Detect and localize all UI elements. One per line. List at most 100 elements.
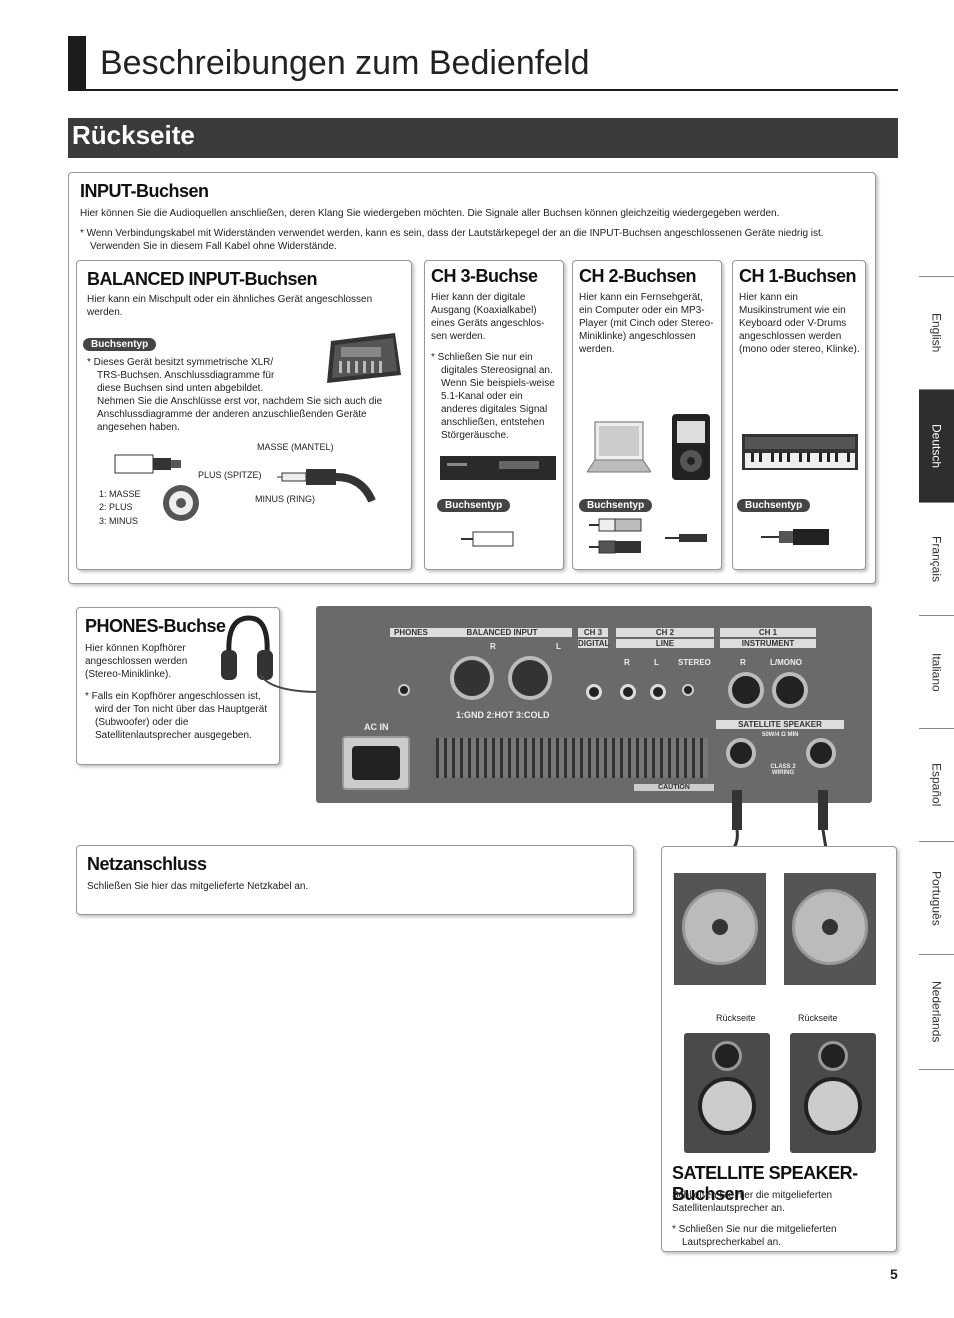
panel-l-bal: L: [556, 642, 561, 651]
speaker-rear-right: [784, 873, 876, 985]
tab-espanol[interactable]: Español: [919, 728, 954, 841]
phone-plug-icon: [761, 529, 829, 545]
panel-ch1: CH 1: [720, 628, 816, 637]
page-title: Beschreibungen zum Bedienfeld: [100, 44, 590, 82]
pin1-label: 1: MASSE: [99, 489, 141, 499]
vent-grille: [436, 738, 708, 778]
xlr-jack-icon: [163, 485, 199, 521]
xlr-plug-icon: [114, 454, 181, 474]
panel-instrument: INSTRUMENT: [720, 639, 816, 648]
panel-satellite: SATELLITE SPEAKER: [716, 720, 844, 729]
ch1-text: Hier kann ein Musikinstrument wie ein Ke…: [739, 292, 860, 355]
ch2-title: CH 2-Buchsen: [579, 266, 697, 286]
ch3-title: CH 3-Buchse: [431, 266, 538, 286]
ch1-jack-r[interactable]: [728, 672, 764, 708]
label-minus: MINUS (RING): [255, 494, 315, 504]
netz-text: Schließen Sie hier das mitgelieferte Net…: [87, 881, 309, 892]
ch3-text: Hier kann der digitale Ausgang (Koaxialk…: [431, 292, 545, 342]
panel-phones: PHONES: [390, 628, 432, 637]
balanced-note2: Nehmen Sie die Anschlüsse erst vor, nach…: [97, 396, 383, 433]
ch1-title: CH 1-Buchsen: [739, 266, 857, 286]
speaker-front-right: [790, 1033, 876, 1153]
trs-plug-icon: [277, 469, 376, 503]
rueck-right-label: Rückseite: [798, 1013, 838, 1023]
title-rule: [68, 89, 898, 91]
tab-portugues[interactable]: Português: [919, 841, 954, 954]
ch1-jack-l[interactable]: [772, 672, 808, 708]
cd-player-icon: [440, 456, 556, 480]
balanced-jack-l[interactable]: [508, 656, 552, 700]
netz-title: Netzanschluss: [87, 854, 207, 874]
input-text: Hier können Sie die Audioquellen anschli…: [80, 208, 780, 219]
rca-plugs-icon: [589, 518, 642, 554]
tab-deutsch[interactable]: Deutsch: [919, 389, 954, 502]
panel-lmono: L/MONO: [770, 658, 802, 667]
panel-class2: CLASS 2 WIRING: [770, 764, 796, 776]
phones-text: Hier können Kopfhörer angeschlossen werd…: [85, 643, 188, 680]
label-masse: MASSE (MANTEL): [257, 442, 334, 452]
mini-plug-icon: [665, 534, 707, 542]
ch3-jack[interactable]: [586, 684, 602, 700]
tab-nederlands[interactable]: Nederlands: [919, 954, 954, 1070]
satellite-jack-r[interactable]: [726, 738, 756, 768]
speaker-front-left: [684, 1033, 770, 1153]
balanced-box: BALANCED INPUT-Buchsen Hier kann ein Mis…: [76, 260, 412, 570]
section-bar: [68, 118, 898, 158]
panel-ch3: CH 3: [578, 628, 608, 637]
headphones-icon: [221, 615, 273, 680]
ch2-badge: Buchsentyp: [579, 499, 653, 512]
speaker-rear-left: [674, 873, 766, 985]
satellite-box: Rückseite Rückseite SATELLITE SPEAKER-Bu…: [661, 846, 897, 1252]
netz-box: Netzanschluss Schließen Sie hier das mit…: [76, 845, 634, 915]
balanced-note: * Dieses Gerät besitzt symmetrische XLR/…: [87, 357, 275, 394]
keyboard-icon: [742, 434, 858, 470]
pin2-label: 2: PLUS: [99, 502, 133, 512]
rear-panel: PHONES BALANCED INPUT CH 3 DIGITAL CH 2 …: [316, 606, 872, 803]
panel-acin: AC IN: [364, 722, 389, 732]
mp3-player-icon: [672, 414, 710, 480]
panel-ch2: CH 2: [616, 628, 714, 637]
ac-inlet[interactable]: [342, 736, 410, 790]
ch2-jack-stereo[interactable]: [682, 684, 694, 696]
ch2-jack-r[interactable]: [620, 684, 636, 700]
section-title: Rückseite: [72, 120, 195, 150]
panel-l-ch2: L: [654, 658, 659, 667]
panel-r-ch2: R: [624, 658, 630, 667]
satellite-jack-l[interactable]: [806, 738, 836, 768]
balanced-title: BALANCED INPUT-Buchsen: [87, 269, 318, 289]
ch3-box: CH 3-Buchse Hier kann der digitale Ausga…: [424, 260, 564, 570]
panel-caution: CAUTION: [634, 784, 714, 791]
ch2-jack-l[interactable]: [650, 684, 666, 700]
ch1-box: CH 1-Buchsen Hier kann ein Musikinstrume…: [732, 260, 866, 570]
ch3-badge: Buchsentyp: [437, 499, 511, 512]
panel-r-bal: R: [490, 642, 496, 651]
satellite-title: SATELLITE SPEAKER-Buchsen: [672, 1163, 858, 1204]
phones-note: * Falls ein Kopfhörer angeschlossen ist,…: [85, 691, 268, 741]
satellite-text: Schließen Sie hier die mitgelieferten Sa…: [672, 1190, 833, 1214]
input-note: * Wenn Verbindungskabel mit Widerständen…: [80, 228, 824, 252]
ch1-badge: Buchsentyp: [737, 499, 811, 512]
panel-balanced: BALANCED INPUT: [432, 628, 572, 637]
rueck-left-label: Rückseite: [716, 1013, 756, 1023]
phones-title: PHONES-Buchse: [85, 616, 226, 636]
tab-italiano[interactable]: Italiano: [919, 615, 954, 728]
input-title: INPUT-Buchsen: [80, 181, 209, 201]
laptop-icon: [587, 421, 651, 473]
page-number: 5: [890, 1266, 898, 1282]
ch3-note: * Schließen Sie nur ein digitales Stereo…: [431, 352, 555, 441]
coax-plug-icon: [461, 531, 514, 547]
mixer-icon: [327, 333, 401, 383]
panel-line: LINE: [616, 639, 714, 648]
panel-ohm: 50W/4 Ω MIN: [762, 732, 799, 738]
panel-pins: 1:GND 2:HOT 3:COLD: [456, 710, 550, 720]
phones-jack[interactable]: [398, 684, 410, 696]
balanced-badge: Buchsentyp: [83, 338, 157, 351]
panel-r-ch1: R: [740, 658, 746, 667]
ch2-box: CH 2-Buchsen Hier kann ein Fernsehgerät,…: [572, 260, 722, 570]
ch2-text: Hier kann ein Fernsehgerät, ein Computer…: [579, 292, 714, 355]
tab-francais[interactable]: Français: [919, 502, 954, 615]
tab-english[interactable]: English: [919, 276, 954, 389]
balanced-jack-r[interactable]: [450, 656, 494, 700]
title-accent-bar: [68, 36, 86, 90]
panel-digital: DIGITAL: [578, 639, 610, 648]
